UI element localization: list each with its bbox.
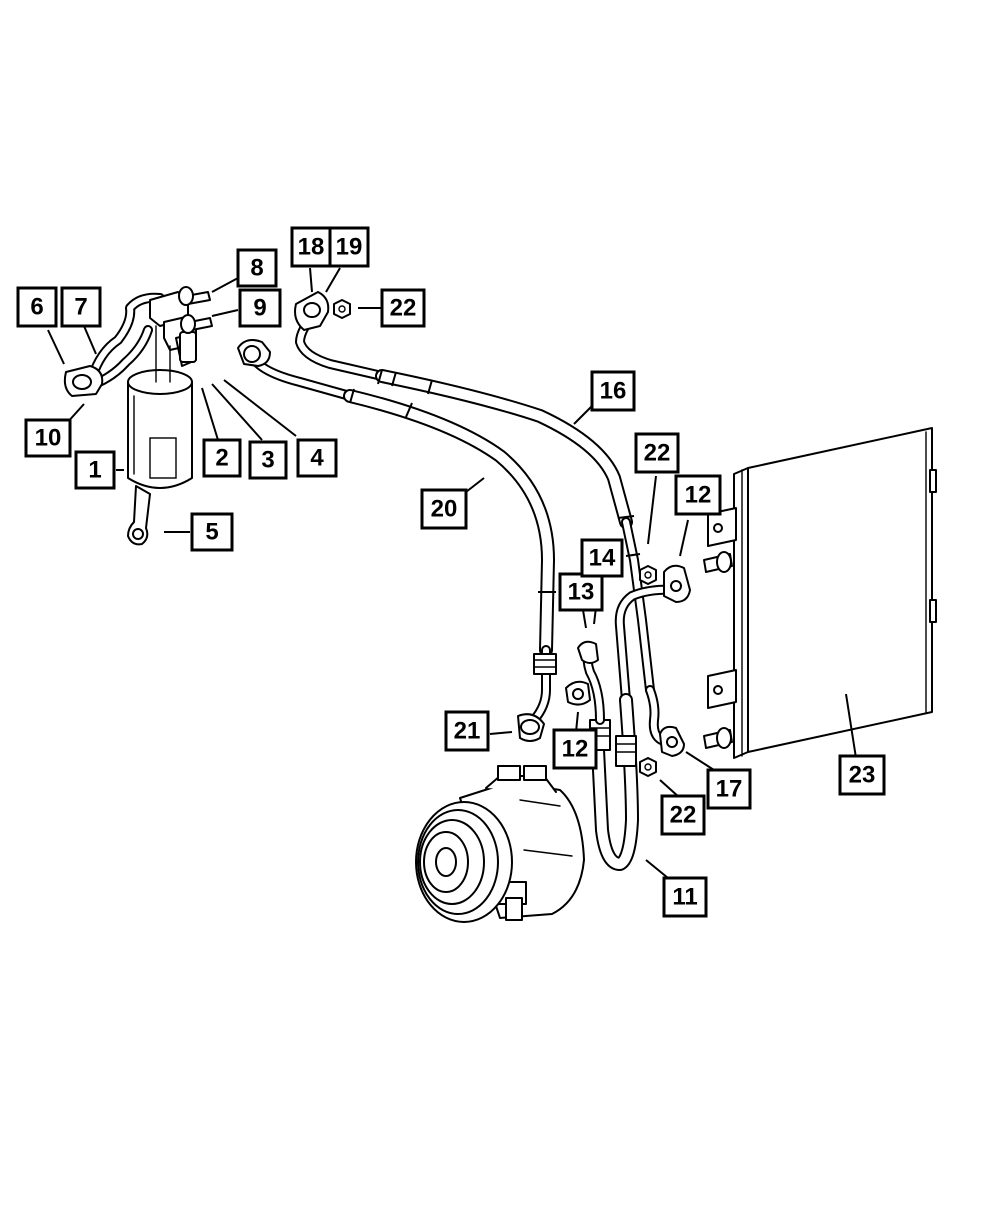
callout-16-label: 16 [600,378,627,405]
callout-23: 23 [838,754,886,796]
condenser [703,427,937,759]
callout-20-label: 20 [431,496,458,523]
callout-6-label: 6 [30,294,43,321]
callout-22-middle: 22 [634,432,680,474]
callout-12-upper-label: 12 [685,482,712,509]
hose-assembly-11 [565,564,691,871]
callout-17: 17 [706,768,752,810]
callout-22-bottom: 22 [660,794,706,836]
callout-22-top: 22 [380,288,426,328]
callout-4: 4 [296,438,338,478]
callout-9: 9 [238,288,282,328]
callout-22-bottom-label: 22 [670,802,697,829]
callout-2-label: 2 [215,445,228,472]
callout-5-label: 5 [205,519,218,546]
callout-10: 10 [24,418,72,458]
nut-22-lower [639,757,657,777]
callout-20: 20 [420,488,468,530]
callout-6: 6 [16,286,58,328]
callout-4-label: 4 [310,445,324,472]
callout-22-top-label: 22 [390,295,417,322]
callout-1: 1 [74,450,116,490]
callout-12-lower: 12 [552,728,598,770]
callout-3-label: 3 [261,447,274,474]
hose-assembly-16 [294,291,685,757]
callout-13: 13 [558,572,604,612]
callout-8-label: 8 [250,255,263,282]
callout-7-label: 7 [74,294,87,321]
callout-12-upper: 12 [674,474,722,516]
callout-10-label: 10 [35,425,62,452]
callout-14-label: 14 [589,545,616,572]
callout-9-label: 9 [253,295,266,322]
ac-compressor [415,765,585,923]
callout-23-label: 23 [849,762,876,789]
callout-13-label: 13 [568,579,595,606]
callout-22-middle-label: 22 [644,440,671,467]
callout-18: 18 [290,226,332,268]
nut-22-upper [333,299,351,319]
callout-8: 8 [236,248,278,288]
callout-3: 3 [248,440,288,480]
callout-2: 2 [202,438,242,478]
callout-12-lower-label: 12 [562,736,589,763]
callout-14: 14 [580,538,624,578]
receiver-drier-assembly [63,286,213,546]
callout-5: 5 [190,512,234,552]
hose-assembly-20 [237,339,557,742]
callout-19-label: 19 [336,234,363,261]
callout-1-label: 1 [88,457,101,484]
nut-22-middle [639,565,657,585]
callout-11: 11 [662,876,708,918]
callout-21: 21 [444,710,490,752]
callout-18-label: 18 [298,234,325,261]
callout-17-label: 17 [716,776,743,803]
callout-21-label: 21 [454,718,481,745]
callout-11-label: 11 [672,884,697,911]
callout-7: 7 [60,286,102,328]
callout-19: 19 [328,226,370,268]
callout-16: 16 [590,370,636,412]
